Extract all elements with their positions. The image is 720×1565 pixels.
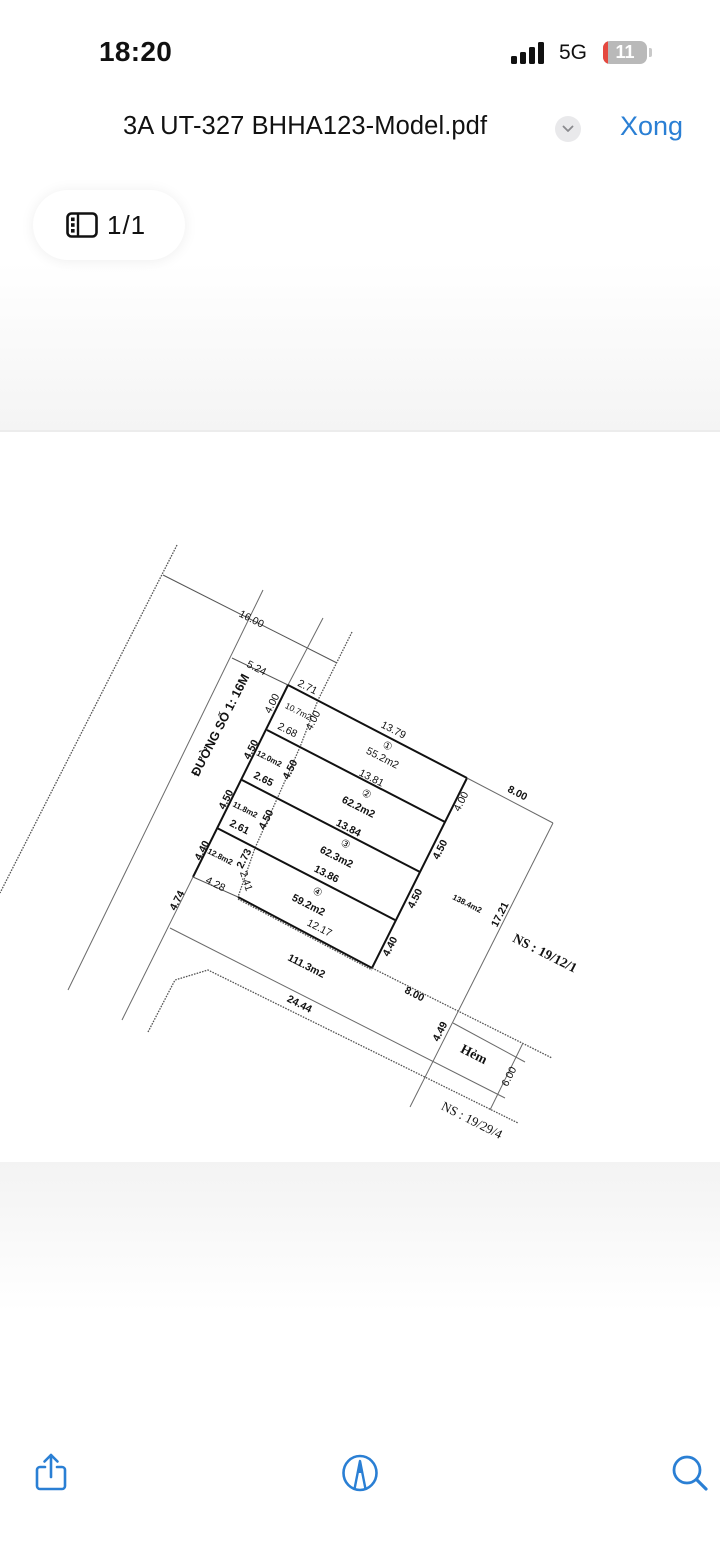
title-menu-button[interactable] (555, 116, 581, 142)
viewer-background-top (0, 262, 720, 432)
chevron-down-icon (562, 125, 574, 132)
network-type: 5G (559, 41, 588, 64)
battery-low-fill (603, 41, 608, 64)
status-time: 18:20 (99, 36, 173, 67)
battery-level: 11 (615, 42, 635, 62)
share-icon[interactable] (32, 1452, 72, 1492)
markup-pen-icon[interactable] (340, 1453, 380, 1493)
search-icon[interactable] (670, 1453, 710, 1493)
done-button[interactable]: Xong (620, 111, 684, 141)
battery-icon: 11 (603, 41, 647, 64)
viewer-background-bottom (0, 1162, 720, 1312)
page-top-edge (0, 430, 720, 432)
document-title[interactable]: 3A UT-327 BHHA123-Model.pdf (123, 112, 488, 140)
pdf-page[interactable] (0, 432, 720, 1162)
sidebar-thumbnails-icon (66, 212, 98, 238)
cellular-signal-icon (511, 42, 544, 64)
page-indicator-button[interactable]: 1/1 (33, 190, 185, 260)
page-count-label: 1/1 (107, 209, 147, 240)
battery-tip (649, 48, 652, 57)
